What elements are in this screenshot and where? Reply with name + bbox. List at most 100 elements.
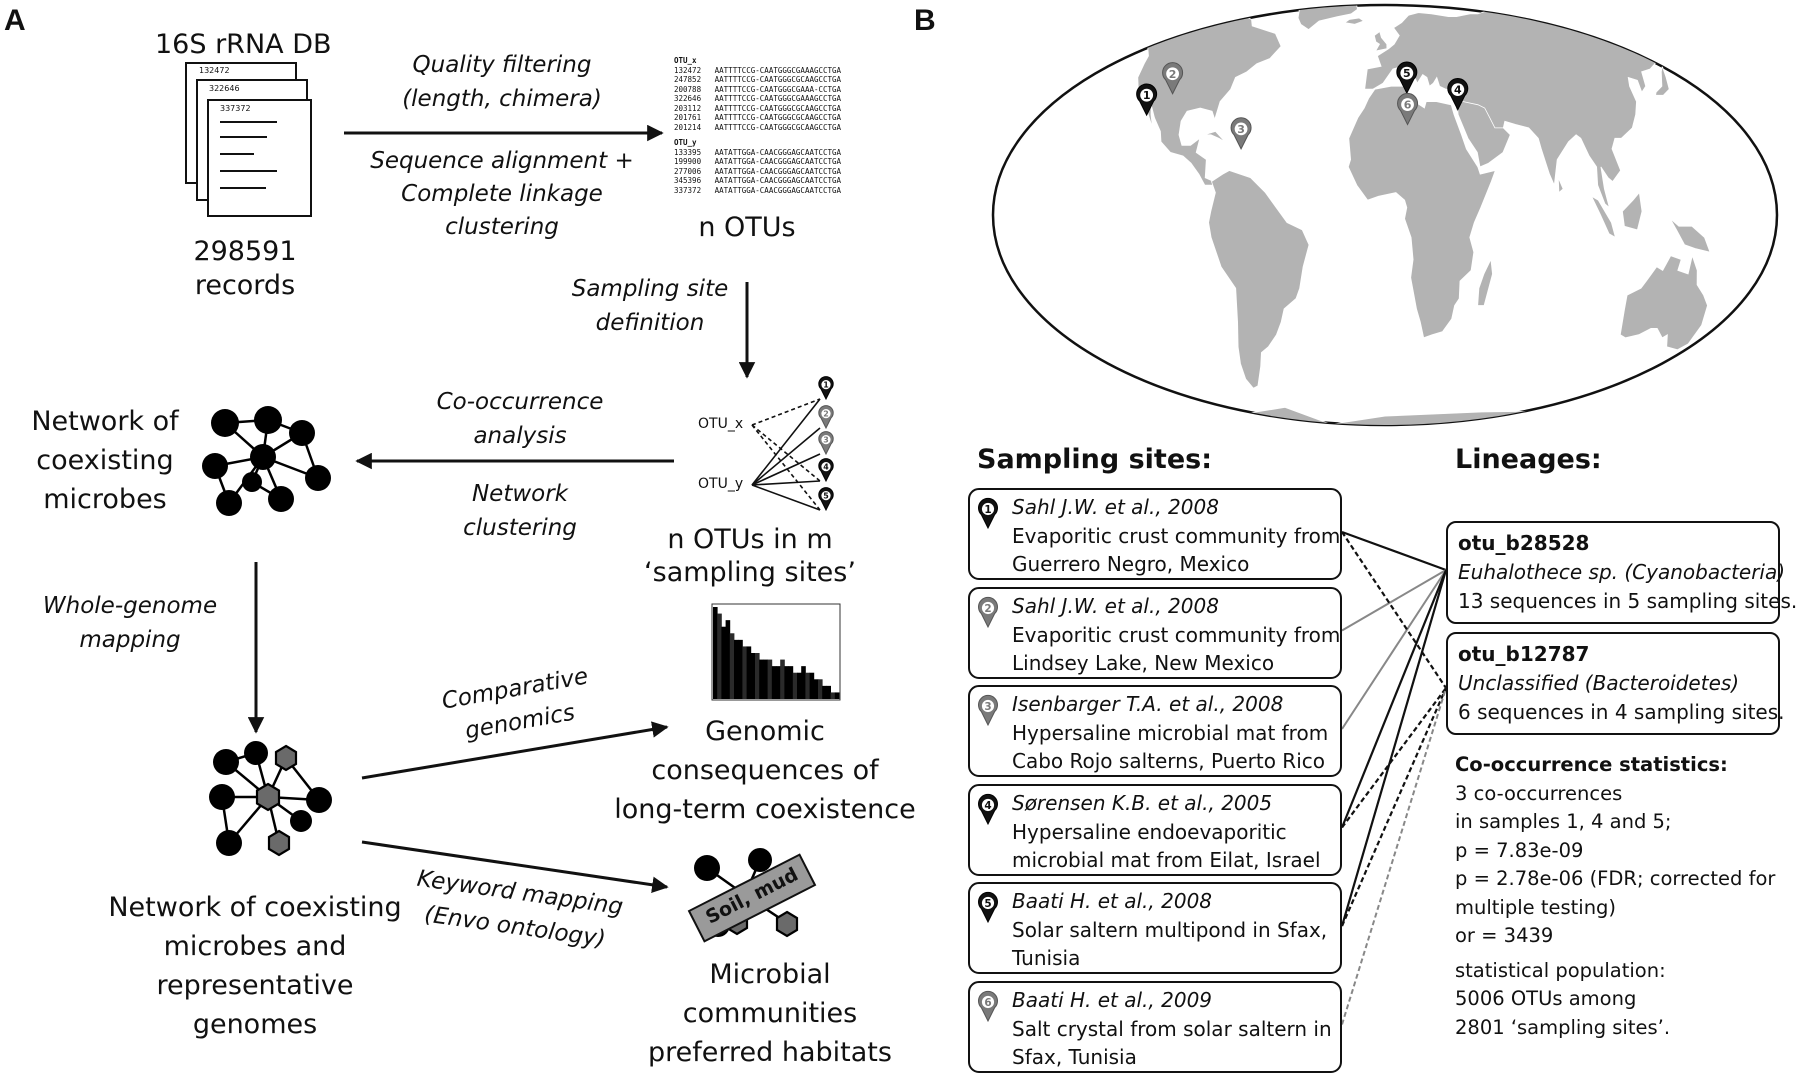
- histogram-bar: [784, 666, 789, 699]
- landmass-north-america: [1098, 12, 1282, 186]
- n-otus-label: n OTUs: [698, 212, 796, 243]
- link-site-2-otu_b28528: [1341, 569, 1447, 632]
- genomic-consequences-line: long-term coexistence: [614, 794, 916, 825]
- site-pin-icon: 4: [978, 793, 998, 825]
- site-description: Hypersaline endoevaporitic: [1012, 819, 1287, 844]
- otu-x-row: 322646 AATTTTCCG-CAATGGGCGAAAGCCTGA: [674, 94, 842, 103]
- link-site-5-otu_b28528: [1340, 569, 1448, 927]
- histogram-bar: [818, 679, 823, 699]
- pin-number: 6: [1404, 99, 1412, 112]
- histogram-bar: [834, 692, 840, 699]
- coexisting-network-nodes: [202, 406, 331, 516]
- lineage-name: otu_b28528: [1458, 531, 1590, 555]
- whole-genome-mapping-sublabel: mapping: [79, 627, 181, 653]
- otu-y-header: OTU_y: [674, 138, 697, 147]
- site-description: Lindsey Lake, New Mexico: [1012, 650, 1275, 675]
- bipartite-graph: [751, 398, 821, 511]
- histogram-bar: [738, 639, 743, 699]
- histogram-bar: [763, 659, 768, 699]
- pin-number: 6: [984, 996, 991, 1008]
- site-description: Evaporitic crust community from: [1012, 524, 1341, 548]
- db-doc-id: 132472: [199, 66, 230, 75]
- arrow-keyword-mapping: [361, 840, 669, 893]
- pin-number: 5: [1403, 67, 1411, 80]
- landmass-cuba: [1204, 130, 1226, 143]
- lineage-card: otu_b28528 Euhalothece sp. (Cyanobacteri…: [1446, 521, 1798, 624]
- site-pin-4: 4: [978, 793, 998, 825]
- bipartite-otu-x: OTU_x: [698, 416, 744, 432]
- site-description: Hypersaline microbial mat from: [1012, 721, 1329, 745]
- n-otus-sites-label: n OTUs in m: [667, 524, 833, 555]
- pin-number: 4: [1454, 84, 1462, 97]
- stats-line: 3 co-occurrences: [1455, 781, 1623, 805]
- n-otus-sites-sublabel: ‘sampling sites’: [644, 557, 856, 588]
- histogram-bar: [734, 639, 739, 699]
- map-marker-6: 6: [1397, 92, 1419, 126]
- bipartite-site-pin: 5: [818, 487, 834, 512]
- histogram-bar: [792, 672, 798, 699]
- histogram-bar: [797, 672, 802, 699]
- pin-number: 2: [1169, 68, 1177, 81]
- bipartite-site-pin: 3: [818, 431, 834, 456]
- network-clustering-label: Network: [471, 481, 569, 507]
- stats-line: or = 3439: [1455, 924, 1554, 947]
- site-description: microbial mat from Eilat, Israel: [1012, 847, 1321, 872]
- population-line: 5006 OTUs among: [1455, 987, 1637, 1010]
- histogram-bar: [826, 685, 831, 699]
- site-citation: Baati H. et al., 2008: [1012, 889, 1213, 913]
- stats-line: p = 7.83e-09: [1455, 838, 1584, 862]
- site-description: Cabo Rojo salterns, Puerto Rico: [1012, 749, 1325, 773]
- histogram-bar: [717, 613, 722, 699]
- stats-line: p = 2.78e-06 (FDR; corrected for: [1455, 867, 1776, 890]
- site-description: Evaporitic crust community from: [1012, 622, 1341, 647]
- pin-number: 3: [984, 701, 991, 713]
- soil-mud-label-box: [687, 853, 817, 943]
- map-marker-4: 4: [1447, 77, 1469, 111]
- histogram-bar: [725, 620, 731, 699]
- histogram-bar: [776, 666, 781, 699]
- pin-number: 1: [1143, 89, 1151, 102]
- lineage-count: 6 sequences in 4 sampling sites.: [1458, 700, 1785, 724]
- genome-network-title-line: microbes and: [163, 931, 347, 962]
- site-description: Solar saltern multipond in Sfax,: [1012, 918, 1328, 942]
- otu-x-row: 201761 AATTTTCCG-CAATGGGCGCAAGCCTGA: [674, 113, 842, 122]
- population-line: statistical population:: [1455, 958, 1666, 982]
- step-alignment-label: Complete linkage: [401, 181, 603, 207]
- lineage-taxon: Unclassified (Bacteroidetes): [1458, 671, 1740, 695]
- stats-header: Co-occurrence statistics:: [1455, 753, 1728, 776]
- histogram-bar: [830, 692, 836, 699]
- site-pin-icon: 1: [978, 497, 998, 530]
- landmass-new-zealand: [1707, 333, 1744, 370]
- arrow-comparative-genomics: [361, 721, 669, 780]
- link-site-1-otu_b28528: [1341, 530, 1447, 572]
- whole-genome-mapping-label: Whole-genome: [42, 593, 218, 619]
- histogram-bar: [755, 653, 760, 699]
- world-map: [991, 3, 1779, 427]
- landmass-japan: [1653, 64, 1670, 105]
- link-site-4-otu_b12787: [1341, 687, 1447, 829]
- histogram-bar: [780, 659, 785, 699]
- map-marker-2: 2: [1162, 62, 1184, 95]
- habitats-title-line: communities: [682, 998, 858, 1029]
- histogram-bar: [801, 666, 806, 699]
- site-citation: Sahl J.W. et al., 2008: [1012, 495, 1219, 519]
- histogram-bar: [805, 672, 810, 699]
- pin-number: 2: [823, 409, 829, 418]
- pin-number: 5: [984, 898, 991, 910]
- records-word: records: [194, 270, 296, 301]
- records-count: 298591: [193, 236, 297, 267]
- map-marker-1: 1: [1136, 83, 1158, 117]
- site-citation: Isenbarger T.A. et al., 2008: [1012, 692, 1284, 716]
- step-alignment-label: clustering: [445, 214, 559, 240]
- pin-number: 2: [984, 602, 991, 614]
- lineage-count: 13 sequences in 5 sampling sites.: [1458, 589, 1798, 613]
- otu-x-row: 132472 AATTTTCCG-CAATGGGCGAAAGCCTGA: [674, 65, 842, 75]
- step-quality-filtering-label: Quality filtering: [412, 52, 592, 78]
